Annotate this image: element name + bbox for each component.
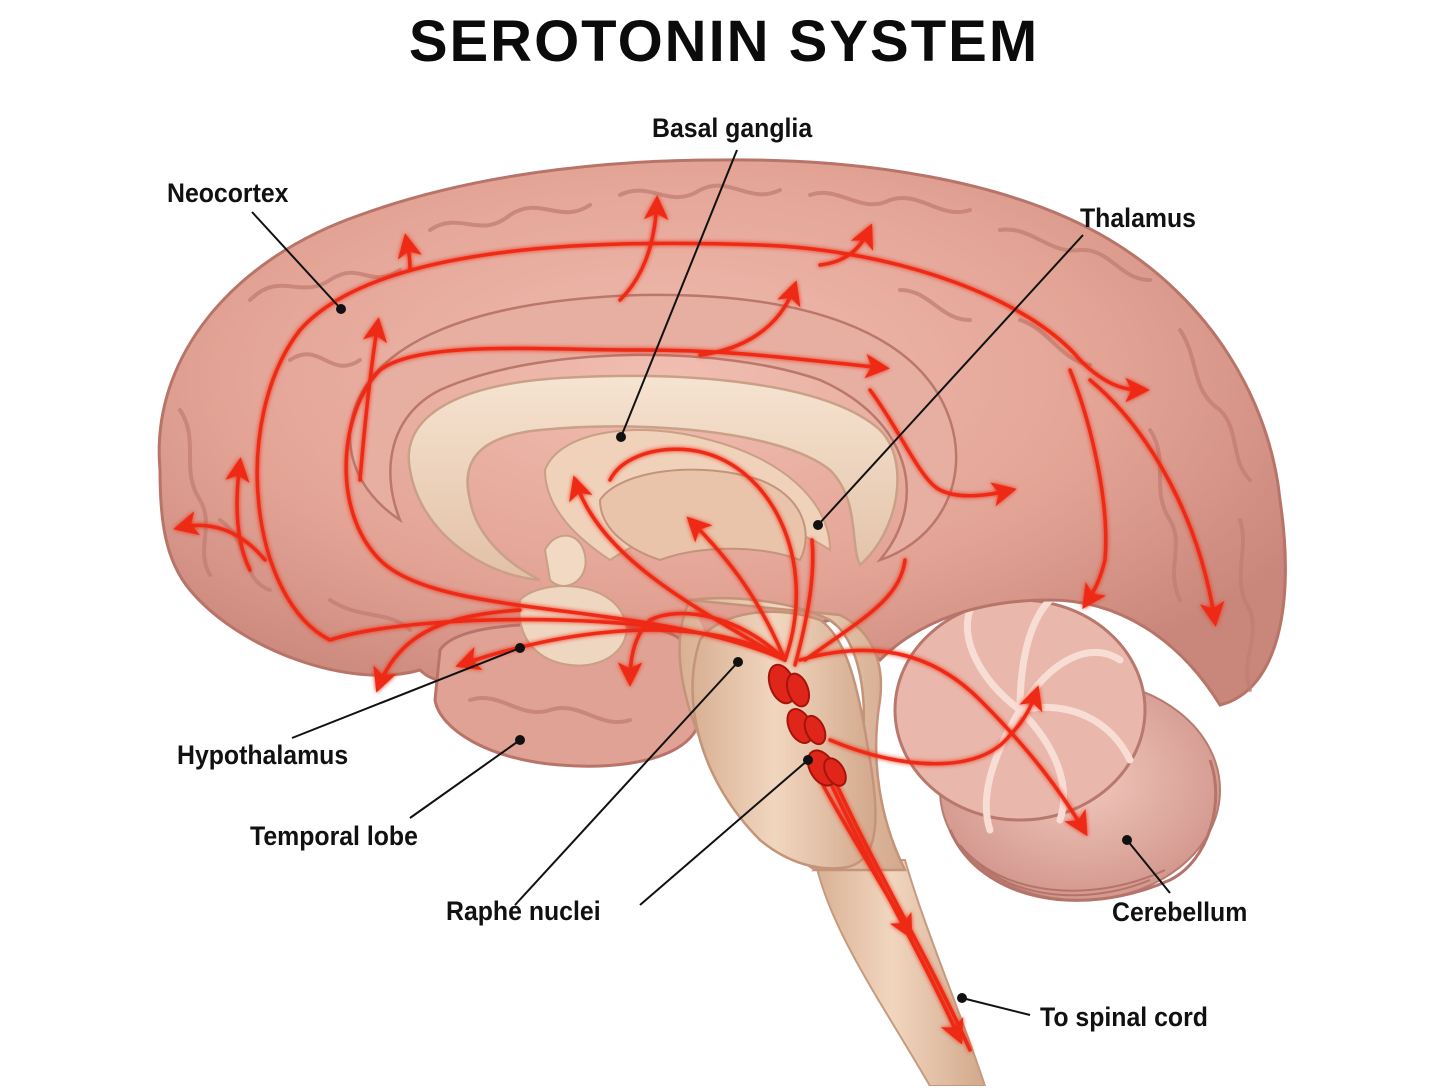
- pathway-temporal: [455, 628, 787, 671]
- pathway-hippocampal: [617, 611, 787, 687]
- label-to-spinal-cord: To spinal cord: [1040, 1002, 1208, 1032]
- pathway-thalamus-2: [793, 538, 815, 667]
- page-title: SEROTONIN SYSTEM: [408, 9, 1040, 74]
- pathway-spinal-3: [828, 768, 972, 1052]
- leader-cerebellum: [1126, 839, 1171, 894]
- pathway-occipital-2: [1088, 378, 1225, 627]
- leader-temporal-lobe: [409, 739, 521, 819]
- pathway-thalamus: [686, 516, 787, 662]
- pathway-cerebellum-upper: [803, 558, 907, 662]
- pathway-spinal-2: [818, 758, 964, 1045]
- spinal-cord: [813, 859, 987, 1087]
- pathway-frontal-up: [225, 457, 252, 572]
- pathway-cerebellum-2: [828, 685, 1043, 766]
- pathway-top-1: [618, 195, 669, 302]
- leader-raphe-nuclei: [514, 661, 739, 906]
- leader-raphe-nuclei-2: [639, 759, 809, 906]
- raphe-nuclei: [767, 663, 847, 787]
- serotonin-pathways: [173, 195, 1225, 1052]
- leader-neocortex: [251, 211, 342, 310]
- leader-thalamus: [817, 234, 1084, 526]
- leader-dots: [336, 304, 1132, 1003]
- label-thalamus: Thalamus: [1080, 203, 1196, 233]
- leader-spinal-cord: [961, 997, 1031, 1016]
- pathway-posterior: [868, 388, 1017, 507]
- pathway-cerebellum-1: [798, 648, 1088, 837]
- pathway-frontal-down: [373, 608, 522, 693]
- corpus-callosum: [407, 374, 899, 582]
- pathway-basal-arc: [608, 447, 799, 662]
- label-temporal-lobe: Temporal lobe: [250, 821, 418, 851]
- leader-basal-ganglia: [620, 149, 738, 438]
- label-raphe-nuclei: Raphe nuclei: [446, 896, 601, 926]
- pathway-cingulate-up: [358, 317, 388, 482]
- label-basal-ganglia: Basal ganglia: [652, 113, 813, 143]
- label-cerebellum: Cerebellum: [1112, 897, 1248, 927]
- pituitary: [543, 534, 587, 587]
- pathway-cingulate-mid: [698, 280, 801, 357]
- pathway-neocortex-arch: [255, 241, 1150, 662]
- label-neocortex: Neocortex: [167, 178, 289, 208]
- pathway-basal-ganglia: [569, 475, 787, 662]
- pons: [691, 610, 877, 870]
- label-hypothalamus: Hypothalamus: [177, 740, 349, 770]
- pathway-top-left-1: [397, 233, 422, 272]
- leader-lines: [251, 149, 1171, 1016]
- leader-hypothalamus: [291, 647, 521, 739]
- pathway-occipital: [1068, 368, 1108, 610]
- thalamus-structure: [598, 468, 807, 562]
- pathway-to-frontal-left: [173, 511, 267, 562]
- pathway-top-2: [818, 223, 874, 267]
